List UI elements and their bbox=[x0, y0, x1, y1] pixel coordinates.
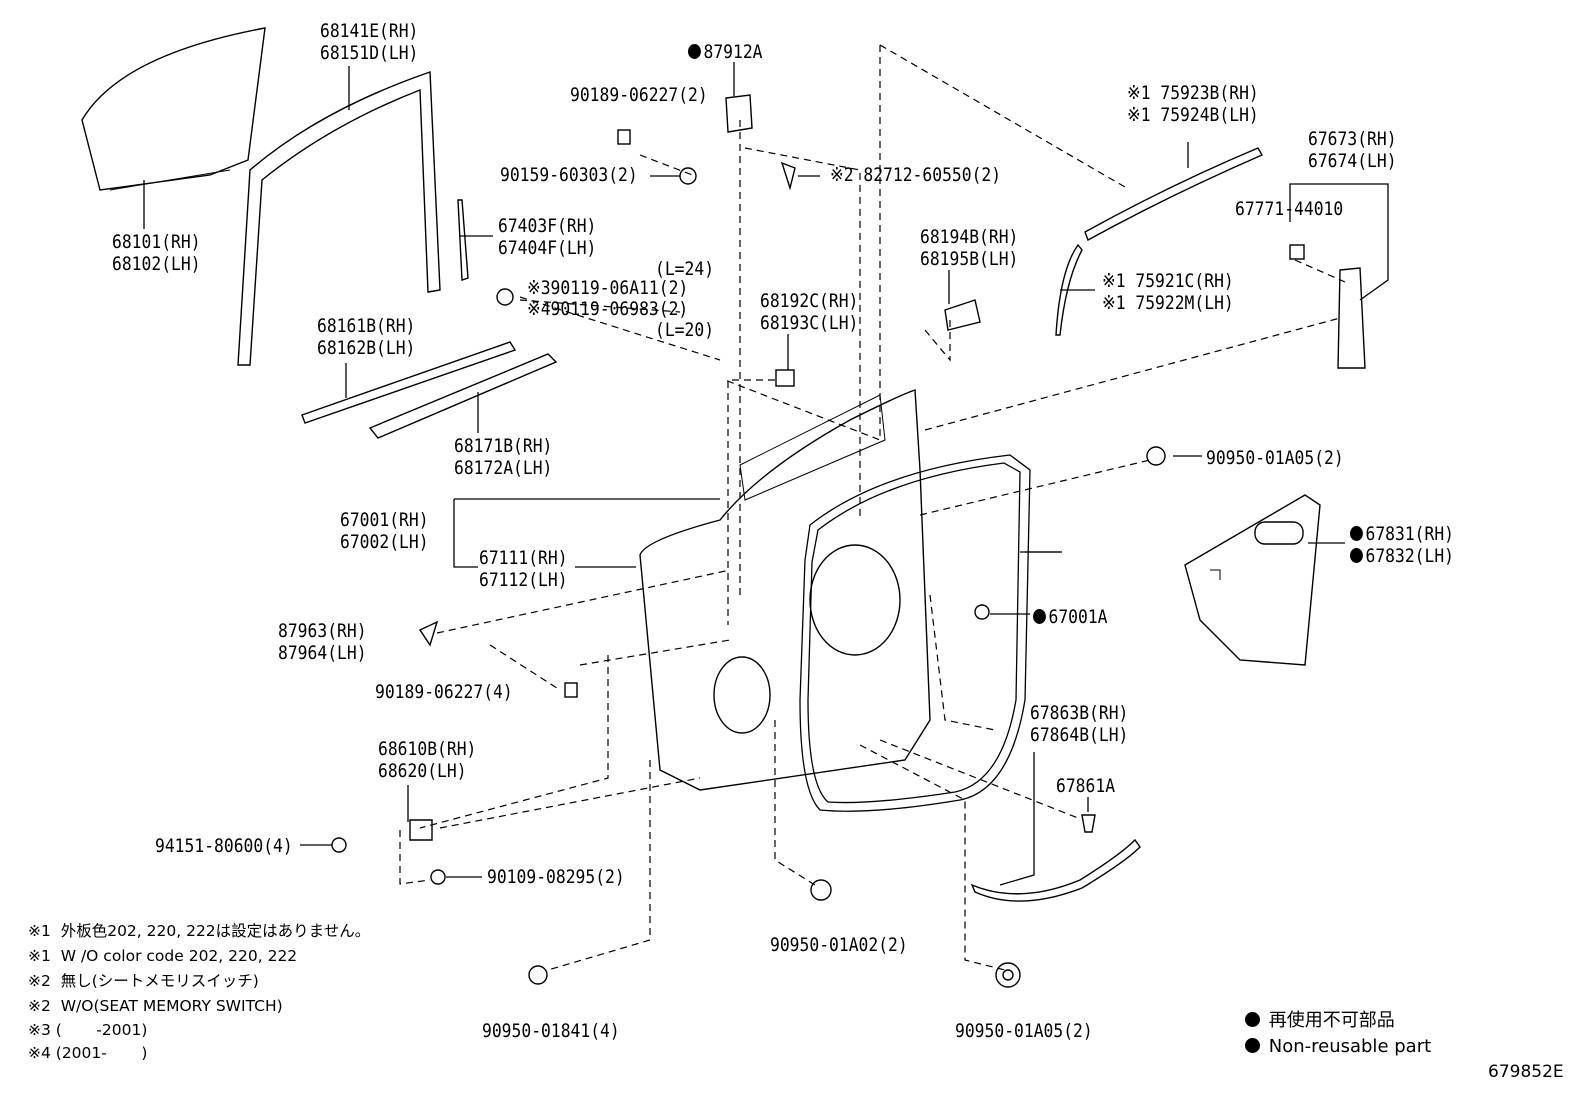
note-4: ※4 (2001- ) bbox=[28, 1044, 148, 1062]
label-68610: 68610B(RH)68620(LH) bbox=[378, 738, 477, 782]
non-reusable-dot-icon bbox=[1350, 548, 1363, 563]
door-frame-mouldings bbox=[1055, 147, 1366, 369]
label-67111: 67111(RH)67112(LH) bbox=[479, 547, 568, 591]
label-67001a: 67001A bbox=[1033, 606, 1108, 628]
diagram-id: 679852E bbox=[1488, 1062, 1564, 1082]
label-67831: 67831(RH)67832(LH) bbox=[1350, 523, 1454, 567]
label-68141: 68141E(RH)68151D(LH) bbox=[320, 20, 419, 64]
label-90119-l24: (L=24) bbox=[655, 258, 715, 280]
label-90119-a: ※390119-06A11(2) bbox=[527, 277, 689, 299]
legend-ja: 再使用不可部品 bbox=[1245, 1008, 1395, 1034]
division-bar bbox=[457, 199, 469, 281]
non-reusable-dot-icon bbox=[1245, 1012, 1260, 1027]
service-hole-cover bbox=[1184, 494, 1321, 666]
label-90119-l20: (L=20) bbox=[655, 319, 715, 341]
label-90109: 90109-08295(2) bbox=[487, 866, 625, 888]
small-fasteners bbox=[331, 94, 1305, 988]
glass-run-channel bbox=[237, 71, 441, 366]
non-reusable-dot-icon bbox=[1245, 1038, 1260, 1053]
non-reusable-dot-icon bbox=[1033, 609, 1046, 624]
label-67771: 67771-44010 bbox=[1235, 198, 1344, 220]
note-1-ja: ※1 外板色202, 220, 222は設定はありません。 bbox=[28, 922, 371, 940]
note-1-en: ※1 W /O color code 202, 220, 222 bbox=[28, 947, 298, 965]
label-68171: 68171B(RH)68172A(LH) bbox=[454, 435, 553, 479]
label-67863: 67863B(RH)67864B(LH) bbox=[1030, 702, 1129, 746]
belt-weatherstrip-outer bbox=[368, 353, 558, 439]
note-2-ja: ※2 無し(シートメモリスイッチ) bbox=[28, 972, 259, 990]
label-94151: 94151-80600(4) bbox=[155, 835, 293, 857]
door-glass bbox=[81, 27, 266, 191]
label-90950a: 90950-01A05(2) bbox=[1206, 447, 1344, 469]
label-67001: 67001(RH)67002(LH) bbox=[340, 509, 429, 553]
door-weatherstrip bbox=[799, 454, 1031, 812]
label-87912: 87912A bbox=[688, 41, 763, 63]
door-panel bbox=[639, 389, 931, 791]
non-reusable-dot-icon bbox=[688, 44, 701, 59]
belt-weatherstrip-inner bbox=[301, 341, 517, 424]
label-67861: 67861A bbox=[1056, 775, 1116, 797]
label-90950d: 90950-01A05(2) bbox=[955, 1020, 1093, 1042]
label-67673: 67673(RH)67674(LH) bbox=[1308, 128, 1397, 172]
label-75923: ※1 75923B(RH)※1 75924B(LH) bbox=[1127, 82, 1259, 126]
non-reusable-dot-icon bbox=[1350, 526, 1363, 541]
label-87963: 87963(RH)87964(LH) bbox=[278, 620, 367, 664]
note-3: ※3 ( -2001) bbox=[28, 1021, 148, 1039]
label-75921: ※1 75921C(RH)※1 75922M(LH) bbox=[1102, 270, 1234, 314]
label-90950c: 90950-01841(4) bbox=[482, 1020, 620, 1042]
lower-seal bbox=[970, 838, 1141, 902]
label-90189b: 90189-06227(4) bbox=[375, 681, 513, 703]
label-90189a: 90189-06227(2) bbox=[570, 84, 708, 106]
label-90119-b: ※490119-06983(2) bbox=[527, 298, 689, 320]
label-68161: 68161B(RH)68162B(LH) bbox=[317, 315, 416, 359]
note-2-en: ※2 W/O(SEAT MEMORY SWITCH) bbox=[28, 997, 283, 1015]
label-68192: 68192C(RH)68193C(LH) bbox=[760, 290, 859, 334]
label-90159: 90159-60303(2) bbox=[500, 164, 638, 186]
label-68194: 68194B(RH)68195B(LH) bbox=[920, 226, 1019, 270]
label-68101: 68101(RH)68102(LH) bbox=[112, 231, 201, 275]
assembly-dashed-lines bbox=[399, 44, 1346, 971]
label-82712: ※2 82712-60550(2) bbox=[830, 164, 1002, 186]
label-67403: 67403F(RH)67404F(LH) bbox=[498, 215, 597, 259]
legend-en: Non-reusable part bbox=[1245, 1034, 1431, 1060]
label-90950b: 90950-01A02(2) bbox=[770, 934, 908, 956]
